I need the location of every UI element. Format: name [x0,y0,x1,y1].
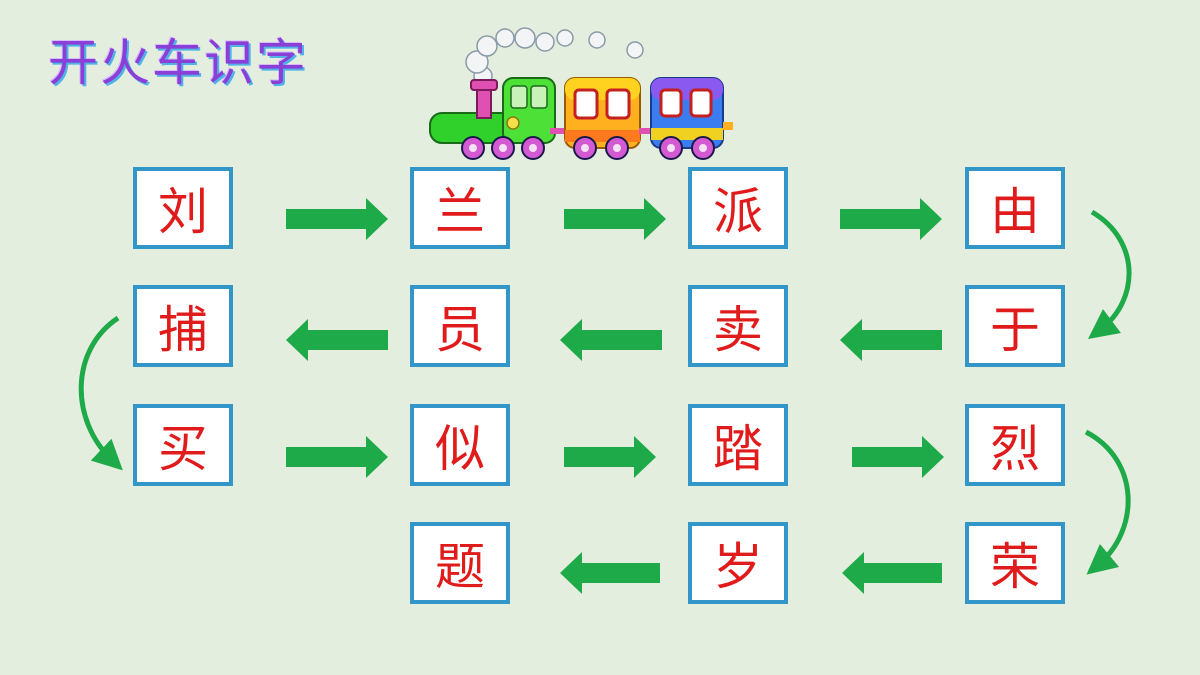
char-card[interactable]: 捕 [133,285,233,367]
char-card[interactable]: 派 [688,167,788,249]
char-card[interactable]: 似 [410,404,510,486]
char-card[interactable]: 买 [133,404,233,486]
char-card[interactable]: 于 [965,285,1065,367]
arrow-right-icon [564,436,656,478]
arrow-right-icon [852,436,944,478]
arrow-left-icon [842,552,942,594]
char-card[interactable]: 岁 [688,522,788,604]
arrow-right-icon [840,198,942,240]
char-card[interactable]: 兰 [410,167,510,249]
curved-arrow-icon [78,315,123,471]
curved-arrow-icon [1088,209,1132,340]
char-card[interactable]: 烈 [965,404,1065,486]
char-card[interactable]: 员 [410,285,510,367]
train-illustration [429,27,733,160]
char-card[interactable]: 刘 [133,167,233,249]
char-card[interactable]: 踏 [688,404,788,486]
page-title: 开火车识字 [48,34,308,92]
char-card[interactable]: 卖 [688,285,788,367]
arrow-right-icon [564,198,666,240]
char-card[interactable]: 荣 [965,522,1065,604]
arrow-left-icon [560,552,660,594]
char-card[interactable]: 由 [965,167,1065,249]
char-card[interactable]: 题 [410,522,510,604]
arrow-left-icon [560,319,662,361]
arrow-right-icon [286,198,388,240]
curved-arrow-icon [1084,429,1131,575]
arrow-left-icon [286,319,388,361]
arrow-right-icon [286,436,388,478]
arrow-left-icon [840,319,942,361]
